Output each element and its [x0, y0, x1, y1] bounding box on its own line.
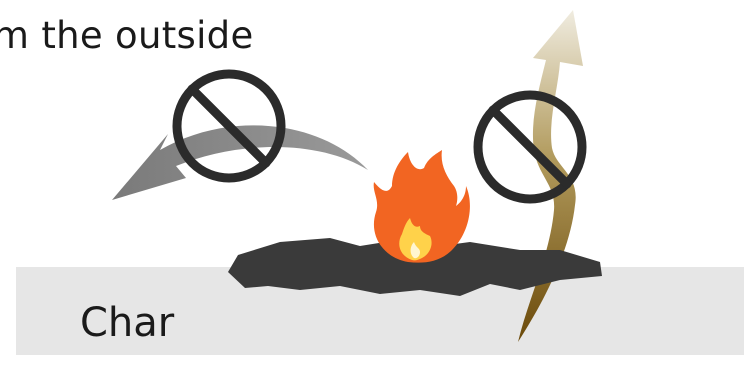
prohibition-icon: [478, 95, 582, 199]
flame-icon: [374, 150, 470, 263]
